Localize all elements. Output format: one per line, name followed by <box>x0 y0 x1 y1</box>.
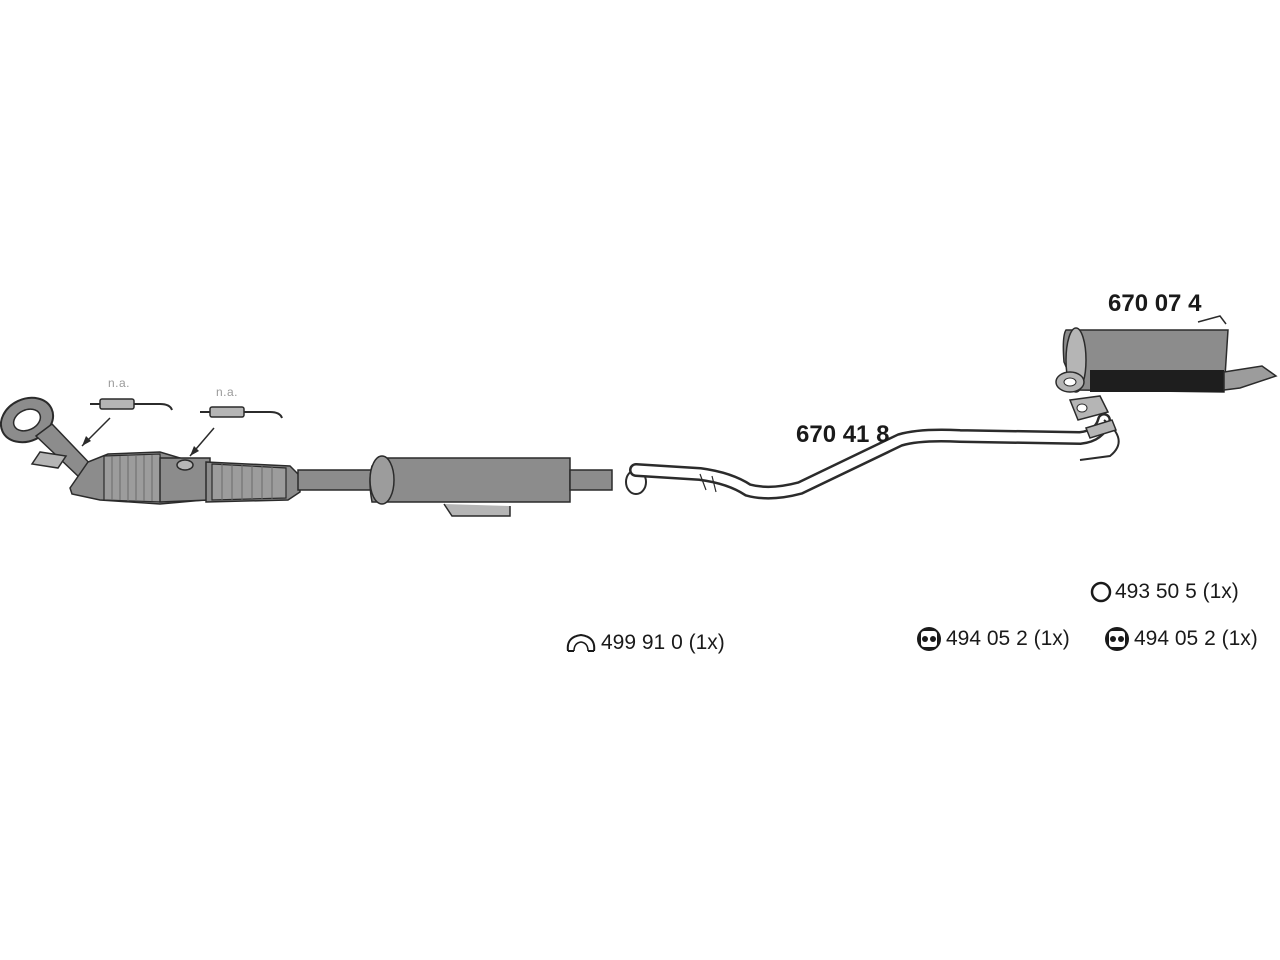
oxygen-sensor-rear <box>189 406 283 457</box>
accessory-rubber-mount-2: 494 05 2 (1x) <box>1103 626 1258 652</box>
accessory-rubber-mount-1: 494 05 2 (1x) <box>915 626 1070 652</box>
accessory-label: 493 50 5 (1x) <box>1115 580 1239 603</box>
oxygen-sensor-front <box>81 398 173 447</box>
rubber-mount-icon <box>1105 627 1129 651</box>
rubber-ring-icon <box>1090 581 1112 603</box>
accessory-label: 499 91 0 (1x) <box>601 631 725 654</box>
middle-pipe-part-number: 670 41 8 <box>796 421 890 448</box>
rear-silencer-part-number: 670 07 4 <box>1108 290 1202 317</box>
rubber-mount-icon <box>917 627 941 651</box>
clamp-icon <box>566 633 596 652</box>
rear-silencer <box>1055 315 1278 439</box>
sensor-note-front: n.a. <box>108 376 131 390</box>
accessory-clamp: 499 91 0 (1x) <box>564 631 725 655</box>
middle-pipe <box>625 413 1120 500</box>
accessory-rubber-ring: 493 50 5 (1x) <box>1090 580 1239 604</box>
centre-silencer <box>369 455 613 517</box>
accessory-label: 494 05 2 (1x) <box>946 627 1070 650</box>
accessory-label: 494 05 2 (1x) <box>1134 627 1258 650</box>
sensor-note-rear: n.a. <box>216 385 239 399</box>
front-pipe-with-catalysts <box>0 396 381 505</box>
